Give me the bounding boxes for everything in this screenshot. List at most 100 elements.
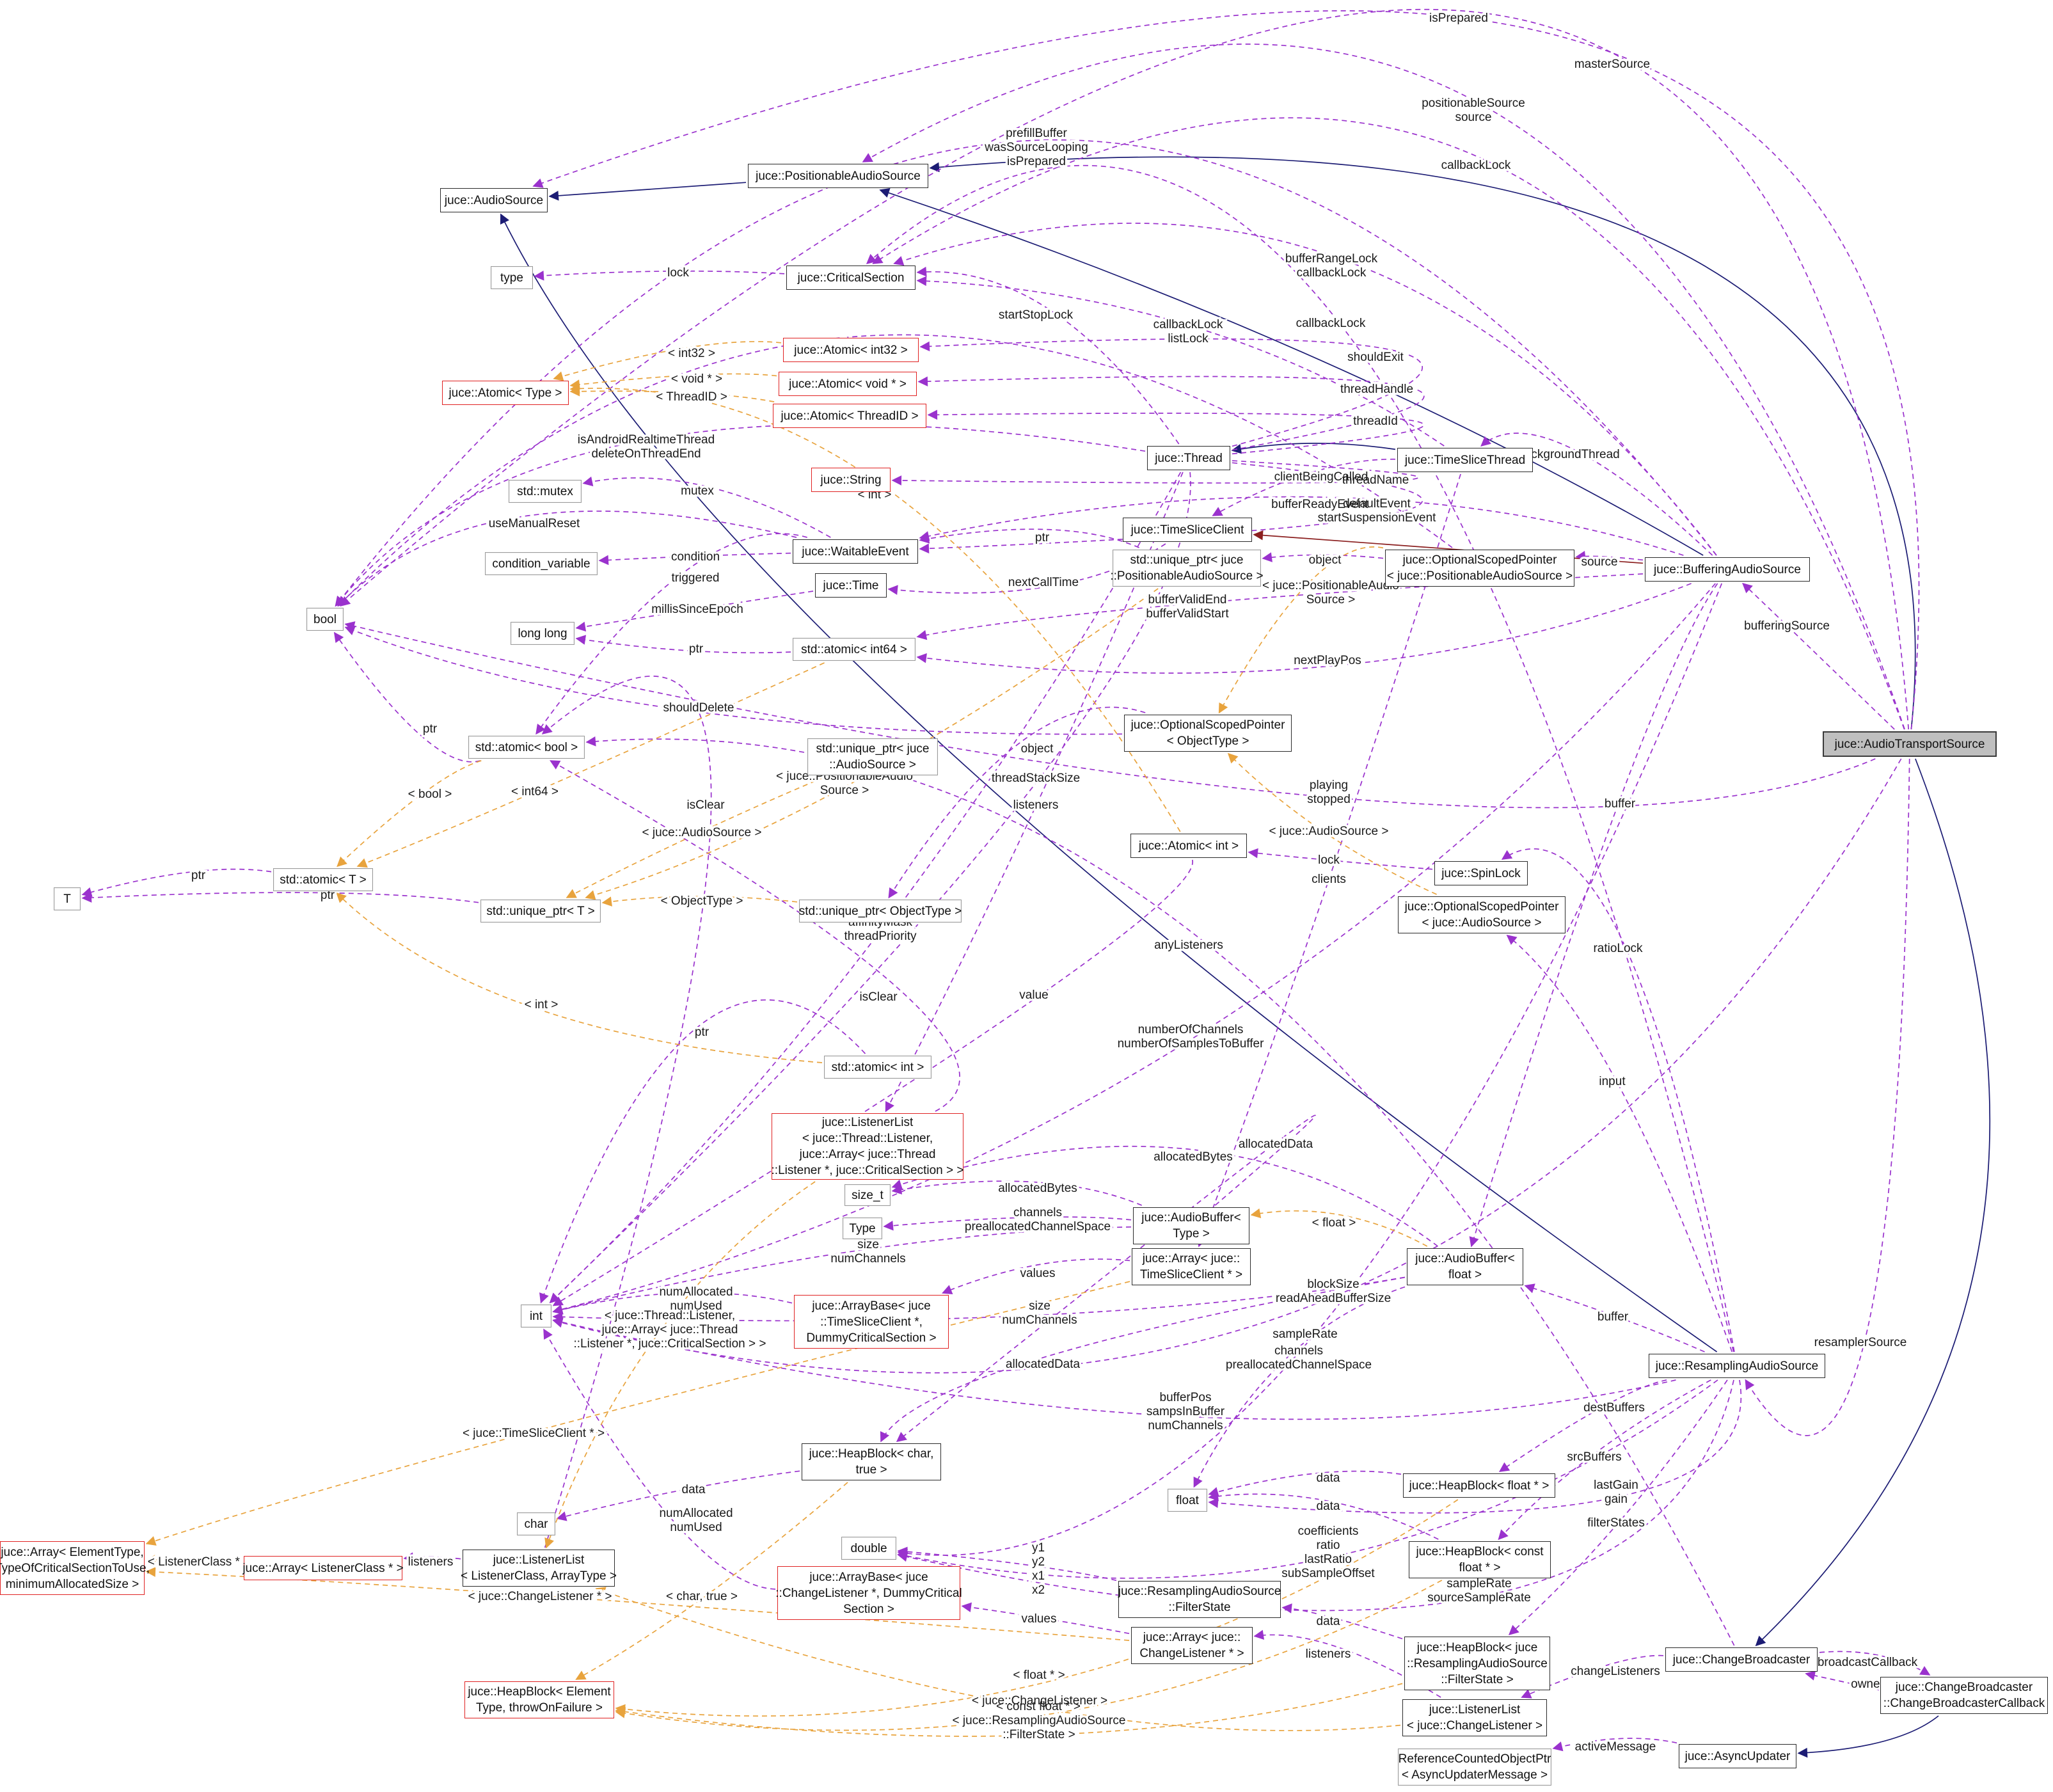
node-resampling-audio-source[interactable]: juce::ResamplingAudioSource [1649, 1354, 1825, 1378]
edge-label-heapblock-filterstate-to-heapblock-element-l0: < juce::ResamplingAudioSource [953, 1714, 1126, 1727]
node-bool[interactable]: bool [306, 608, 344, 631]
node-buffering-audio-source[interactable]: juce::BufferingAudioSource [1645, 557, 1810, 582]
node-array-elementtype[interactable]: juce::Array< ElementType, TypeOfCritical… [0, 1541, 150, 1595]
node-array-cl[interactable]: juce::Array< juce:: ChangeListener * > [1131, 1627, 1253, 1664]
node-atomic-bool[interactable]: std::atomic< bool > [468, 736, 585, 759]
node-atomic-int32[interactable]: juce::Atomic< int32 > [783, 338, 919, 362]
edge-label-resampling-audio-source-to-int-l0-halo: bufferPos [1160, 1391, 1212, 1404]
edge-listenerlist-generic-to-array-listenerclass [403, 1552, 461, 1562]
node-heapblock-filterstate[interactable]: juce::HeapBlock< juce ::ResamplingAudioS… [1404, 1637, 1550, 1690]
node-changebroadcaster[interactable]: juce::ChangeBroadcaster [1665, 1647, 1818, 1672]
node-atomic-t[interactable]: std::atomic< T > [273, 868, 373, 891]
edge-label-ats-to-audio-source: masterSource [1574, 58, 1650, 71]
edge-ats-to-resampling-audio-source [1745, 758, 1910, 1436]
node-time-slice-client[interactable]: juce::TimeSliceClient [1123, 518, 1252, 542]
edge-label-listenerlist-thread-to-listenerlist-generic-l2-halo: ::Listener *, juce::CriticalSection > > [574, 1337, 766, 1351]
node-ats[interactable]: juce::AudioTransportSource [1823, 731, 1997, 757]
edge-listenerlist-thread-to-listenerlist-generic [544, 1181, 816, 1549]
node-positionable-audio-source[interactable]: juce::PositionableAudioSource [748, 164, 928, 188]
node-cbc[interactable]: juce::ChangeBroadcaster ::ChangeBroadcas… [1880, 1677, 2048, 1714]
node-double[interactable]: double [841, 1537, 896, 1560]
edge-label-arraybase-tsc-to-int-l0-halo: numAllocated [659, 1285, 733, 1299]
node-type-cap[interactable]: Type [843, 1217, 882, 1239]
edge-label-osp-as-to-osp-objecttype-halo: < juce::AudioSource > [1269, 825, 1389, 838]
node-heapblock-constfloat[interactable]: juce::HeapBlock< const float * > [1409, 1541, 1551, 1578]
node-array-listenerclass[interactable]: juce::Array< ListenerClass * > [242, 1556, 404, 1580]
edge-label-time-to-long-long-halo: millisSinceEpoch [651, 603, 743, 616]
node-osp-pas[interactable]: juce::OptionalScopedPointer < juce::Posi… [1385, 550, 1574, 587]
node-osp-objecttype[interactable]: juce::OptionalScopedPointer < ObjectType… [1124, 715, 1292, 752]
node-size-t[interactable]: size_t [844, 1184, 891, 1206]
node-atomic-int-juce[interactable]: juce::Atomic< int > [1130, 834, 1247, 858]
node-time-slice-thread[interactable]: juce::TimeSliceThread [1397, 448, 1533, 472]
node-listenerlist-cl[interactable]: juce::ListenerList < juce::ChangeListene… [1402, 1699, 1547, 1736]
edge-label-audio-buffer-float-to-float-l1-halo: preallocatedChannelSpace [1226, 1358, 1372, 1372]
edge-label-thread-to-atomic-threadid: threadId [1353, 415, 1398, 428]
node-char[interactable]: char [517, 1512, 555, 1535]
node-listenerlist-generic[interactable]: juce::ListenerList < ListenerClass, Arra… [461, 1550, 617, 1587]
node-t[interactable]: T [54, 887, 81, 910]
edge-label-thread-to-waitable-event-l1-halo: startSuspensionEvent [1318, 511, 1437, 525]
node-unique-ptr-pas[interactable]: std::unique_ptr< juce ::PositionableAudi… [1110, 550, 1264, 587]
node-waitable-event[interactable]: juce::WaitableEvent [793, 539, 918, 564]
node-heapblock-floatptr[interactable]: juce::HeapBlock< float * > [1403, 1473, 1555, 1498]
node-unique-ptr-objecttype[interactable]: std::unique_ptr< ObjectType > [799, 900, 962, 923]
node-mutex[interactable]: std::mutex [509, 480, 582, 503]
node-atomic-type[interactable]: juce::Atomic< Type > [442, 381, 569, 405]
node-arraybase-tsc[interactable]: juce::ArrayBase< juce ::TimeSliceClient … [794, 1295, 949, 1349]
node-condition-variable[interactable]: condition_variable [485, 552, 598, 575]
node-audio-source[interactable]: juce::AudioSource [440, 188, 548, 212]
node-array-tsc[interactable]: juce::Array< juce:: TimeSliceClient * > [1132, 1248, 1251, 1285]
node-listenerlist-thread[interactable]: juce::ListenerList < juce::Thread::Liste… [772, 1113, 964, 1180]
edge-label-thread-to-waitable-event-l1: startSuspensionEvent [1318, 511, 1437, 525]
edge-buffering-audio-source-to-time-slice-client [1253, 530, 1644, 564]
edge-cbc-to-changebroadcaster [1805, 1670, 1879, 1691]
node-float[interactable]: float [1168, 1489, 1207, 1512]
node-audio-buffer-float[interactable]: juce::AudioBuffer< float > [1407, 1248, 1523, 1285]
node-atomic-voidptr[interactable]: juce::Atomic< void * > [779, 372, 917, 396]
node-async-updater[interactable]: juce::AsyncUpdater [1679, 1744, 1796, 1768]
edge-label-audio-buffer-float-to-audio-buffer-type: < float > [1312, 1216, 1356, 1230]
node-atomic-int-std[interactable]: std::atomic< int > [824, 1056, 931, 1079]
node-type[interactable]: type [491, 266, 533, 289]
edge-label-array-cl-to-arraybase-cl: values [1022, 1612, 1057, 1626]
edge-label-buffering-audio-source-to-bool-l2-halo: isPrepared [1007, 155, 1066, 168]
edge-label-resampling-audio-source-to-float-l0-halo: lastGain [1594, 1479, 1638, 1492]
node-long-long[interactable]: long long [511, 622, 575, 645]
edge-label-heapblock-constfloat-to-float-halo: data [1317, 1500, 1340, 1513]
node-critical-section[interactable]: juce::CriticalSection [786, 266, 916, 290]
node-spinlock[interactable]: juce::SpinLock [1434, 861, 1528, 885]
edge-label-unique-ptr-pas-to-waitable-event-halo: ptr [1035, 531, 1050, 544]
node-unique-ptr-as[interactable]: std::unique_ptr< juce ::AudioSource > [807, 738, 938, 775]
edge-label-buffering-audio-source-to-bool-l0: prefillBuffer [1006, 127, 1067, 140]
edge-label-resampling-audio-source-to-double-l2-halo: lastRatio [1304, 1553, 1352, 1566]
node-refcounted[interactable]: ReferenceCountedObjectPtr < AsyncUpdater… [1398, 1748, 1551, 1786]
edge-label-array-tsc-to-array-elementtype-halo: < juce::TimeSliceClient * > [463, 1427, 605, 1440]
edge-label-buffering-audio-source-to-audio-buffer-float-halo: buffer [1605, 797, 1636, 811]
edge-label-osp-pas-to-osp-objecttype-l1: Source > [1306, 593, 1356, 607]
node-thread[interactable]: juce::Thread [1147, 446, 1230, 470]
node-atomic-threadid[interactable]: juce::Atomic< ThreadID > [773, 404, 926, 428]
node-osp-as[interactable]: juce::OptionalScopedPointer < juce::Audi… [1398, 896, 1566, 933]
node-audio-buffer-type[interactable]: juce::AudioBuffer< Type > [1133, 1207, 1249, 1244]
node-arraybase-cl[interactable]: juce::ArrayBase< juce ::ChangeListener *… [775, 1566, 962, 1620]
node-atomic-int64[interactable]: std::atomic< int64 > [793, 638, 916, 661]
edge-label-buffering-audio-source-to-critical-section-l0: bufferRangeLock [1285, 252, 1378, 266]
node-filterstate[interactable]: juce::ResamplingAudioSource ::FilterStat… [1118, 1581, 1281, 1618]
edge-atomic-threadid-to-atomic-type [569, 386, 775, 402]
edge-label-buffering-audio-source-to-time-slice-thread-halo: backgroundThread [1518, 448, 1620, 461]
edge-label-ats-to-resampling-audio-source-halo: resamplerSource [1814, 1336, 1907, 1349]
edge-label-unique-ptr-as-to-unique-ptr-t-halo: < juce::AudioSource > [642, 826, 762, 839]
edge-time-to-long-long [575, 591, 814, 632]
node-string[interactable]: juce::String [811, 468, 891, 492]
edge-label-filterstate-to-double-l3: x2 [1032, 1583, 1045, 1597]
edge-label-ats-to-positionable-audio-source-l1: source [1455, 111, 1491, 124]
node-time[interactable]: juce::Time [815, 573, 887, 598]
edge-label-resampling-audio-source-to-heapblock-constfloat-halo: srcBuffers [1567, 1450, 1621, 1464]
node-heapblock-char[interactable]: juce::HeapBlock< char, true > [802, 1443, 941, 1480]
node-heapblock-element[interactable]: juce::HeapBlock< Element Type, throwOnFa… [464, 1681, 614, 1718]
edge-label-osp-objecttype-to-bool-halo: shouldDelete [663, 701, 734, 715]
node-int[interactable]: int [521, 1304, 551, 1328]
node-unique-ptr-t[interactable]: std::unique_ptr< T > [480, 900, 601, 923]
edge-label-atomic-bool-to-bool-halo: ptr [423, 722, 438, 736]
